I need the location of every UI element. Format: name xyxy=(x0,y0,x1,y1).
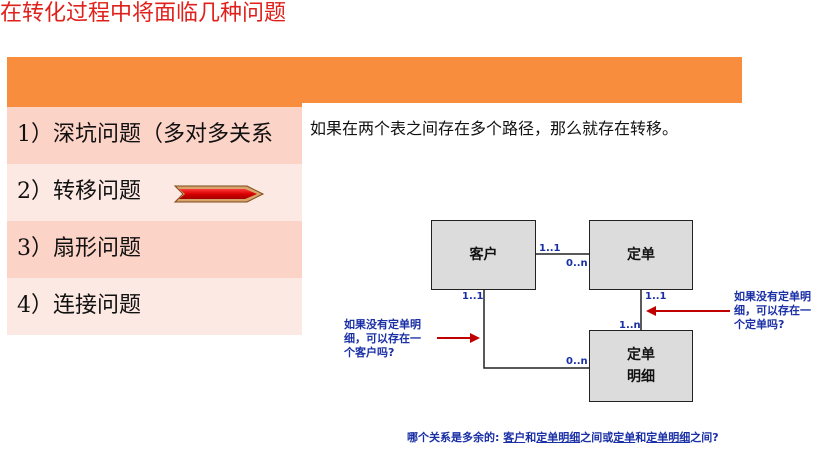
entity-order: 定单 xyxy=(589,220,693,290)
cardinality-label: 1..1 xyxy=(645,291,667,302)
cardinality-label: 1..1 xyxy=(539,243,561,254)
list-item-label: 3）扇形问题 xyxy=(17,236,141,261)
list-item: 1）深坑问题（多对多关系 xyxy=(7,107,302,164)
question-and: 和 xyxy=(525,431,537,444)
cardinality-label: 0..n xyxy=(566,258,588,269)
entity-customer: 客户 xyxy=(431,220,536,290)
question-prefix: 哪个关系是多余的: xyxy=(407,431,500,444)
transfer-example-panel: 如果在两个表之间存在多个路径，那么就存在转移。 xyxy=(302,103,827,454)
list-item-label: 1）深坑问题（多对多关系 xyxy=(17,122,273,147)
entity-customer-label: 客户 xyxy=(469,247,498,263)
question-and: 和 xyxy=(635,431,647,444)
note-line: 个定单吗? xyxy=(734,318,785,331)
page-title: 在转化过程中将面临几种问题 xyxy=(0,1,287,26)
question-order-detail: 定单明细 xyxy=(646,431,691,444)
cardinality-label: 0..n xyxy=(566,356,588,367)
problem-list: 1）深坑问题（多对多关系 2）转移问题 3）扇形问题 4）连接问题 xyxy=(7,107,302,335)
entity-order-detail-label-line2: 明细 xyxy=(627,369,655,385)
list-item: 2）转移问题 xyxy=(7,164,302,221)
list-item: 4）连接问题 xyxy=(7,278,302,335)
entity-order-detail-label-line1: 定单 xyxy=(627,347,655,363)
right-arrow-icon xyxy=(173,185,265,203)
note-line: 细，可以存在一 xyxy=(734,304,811,317)
question-middle: 之间或 xyxy=(580,431,614,444)
list-item-label: 2）转移问题 xyxy=(17,179,141,204)
entity-order-detail: 定单 明细 xyxy=(589,330,693,402)
list-item-label: 4）连接问题 xyxy=(17,293,141,318)
question-suffix: 之间? xyxy=(690,431,719,444)
entity-order-label: 定单 xyxy=(627,247,655,263)
note-left: 如果没有定单明 细，可以存在一 个客户吗? xyxy=(344,318,421,360)
note-line: 如果没有定单明 xyxy=(734,290,811,303)
question-customer: 客户 xyxy=(503,431,526,444)
question-order-detail: 定单明细 xyxy=(536,431,581,444)
note-line: 细，可以存在一 xyxy=(344,332,421,345)
cardinality-label: 1..n xyxy=(619,320,641,331)
question-order: 定单 xyxy=(613,431,636,444)
cardinality-label: 1..1 xyxy=(462,291,484,302)
note-line: 个客户吗? xyxy=(344,346,395,359)
panel-description: 如果在两个表之间存在多个路径，那么就存在转移。 xyxy=(310,119,679,138)
note-line: 如果没有定单明 xyxy=(344,318,421,331)
note-right: 如果没有定单明 细，可以存在一 个定单吗? xyxy=(734,290,811,332)
orange-header-bar xyxy=(7,57,742,107)
list-item: 3）扇形问题 xyxy=(7,221,302,278)
redundancy-question: 哪个关系是多余的: 客户和定单明细之间或定单和定单明细之间? xyxy=(407,429,719,445)
